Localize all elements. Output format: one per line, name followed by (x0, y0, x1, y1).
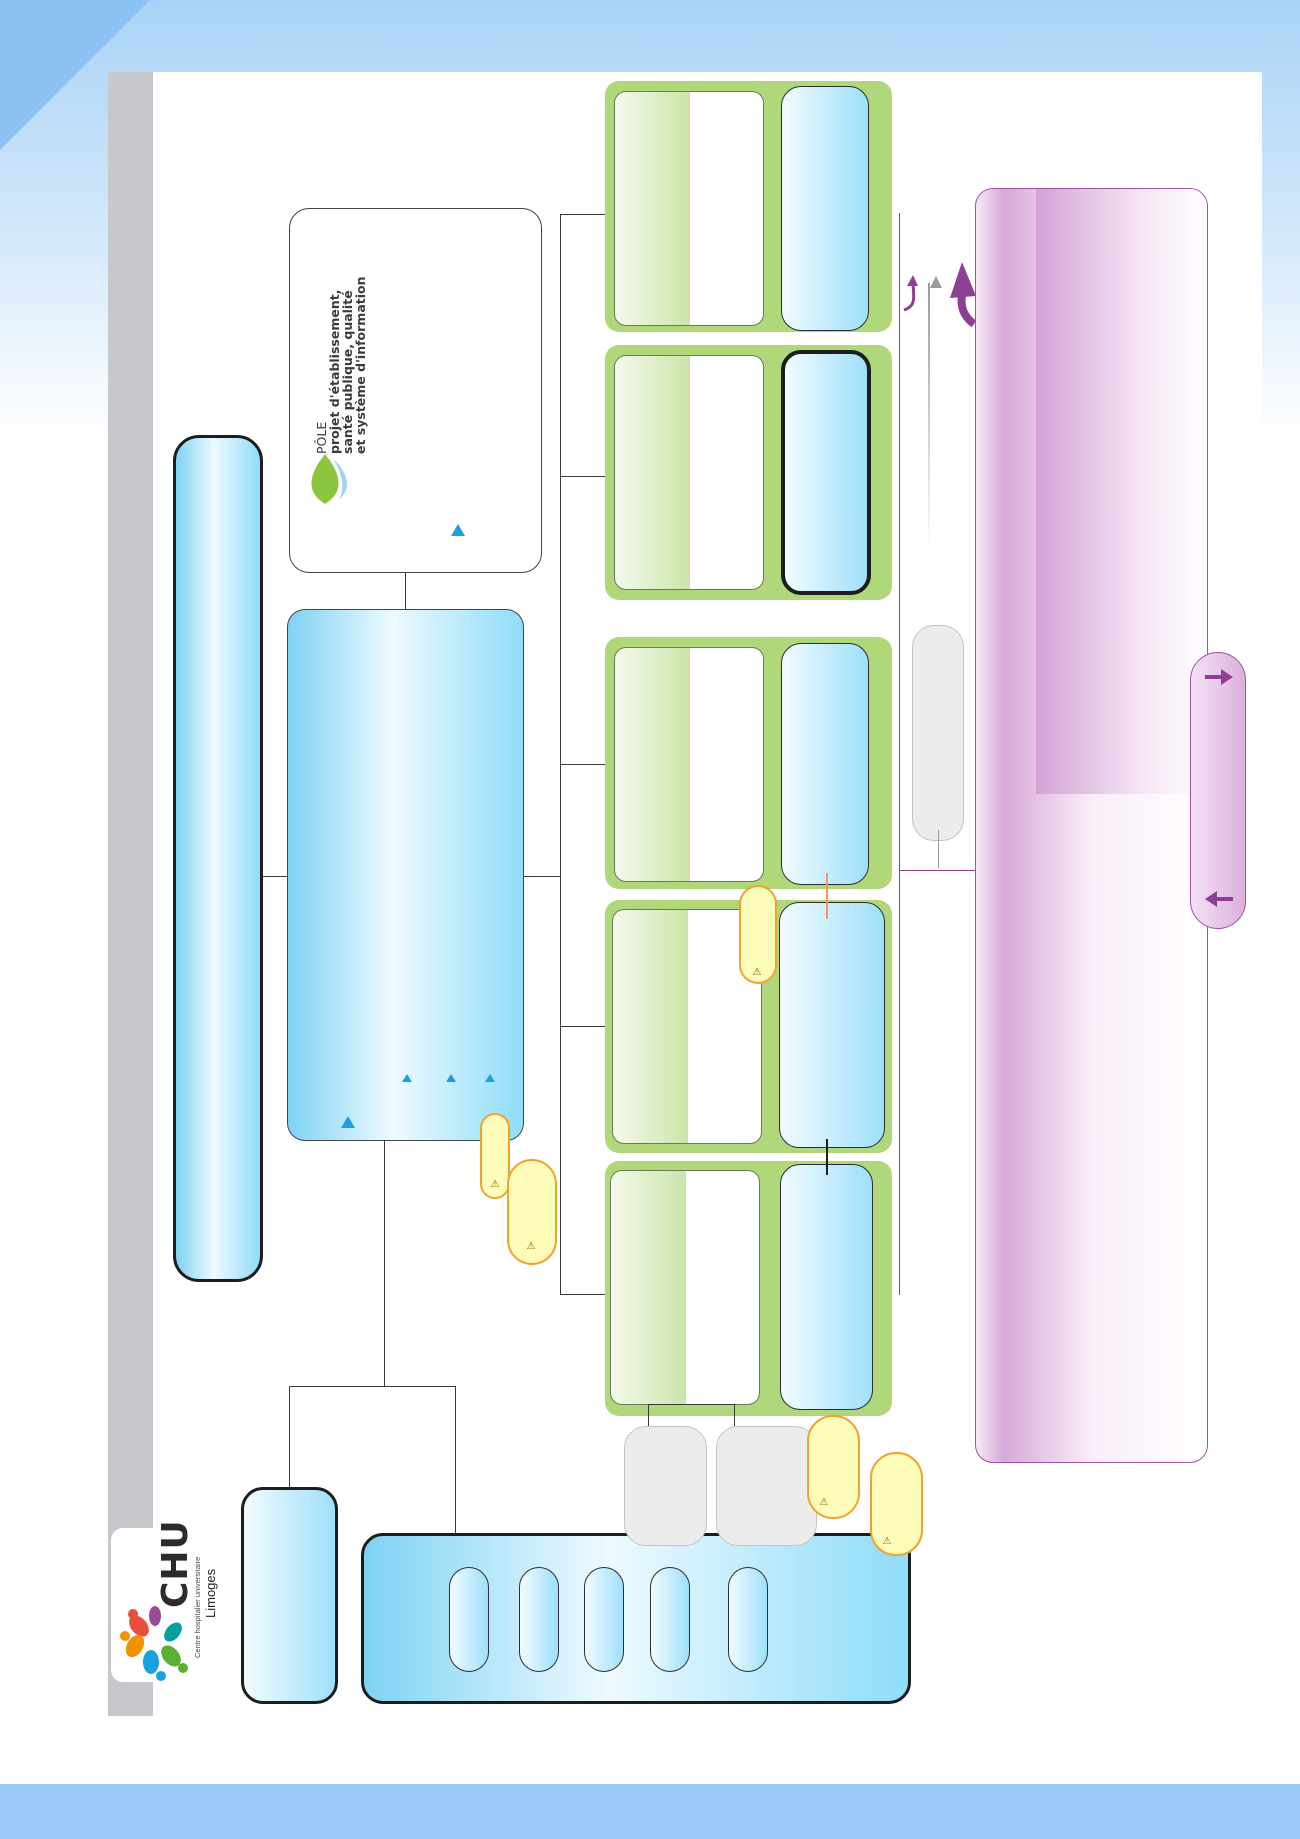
connector (734, 1404, 735, 1426)
warning-pill: ⚠ (807, 1415, 860, 1519)
connector (560, 214, 561, 1294)
grey-box (716, 1426, 817, 1546)
bottom-pill (449, 1567, 489, 1672)
connector (560, 1294, 610, 1295)
service-card (614, 647, 764, 882)
connector (289, 1386, 290, 1487)
blue-triangle-icon (402, 1074, 412, 1082)
service-card (614, 355, 764, 590)
blue-triangle-icon (446, 1074, 456, 1082)
connector (455, 1386, 456, 1535)
connector (263, 876, 287, 877)
warning-triangle-icon: ⚠ (752, 967, 762, 978)
connector (648, 1404, 734, 1405)
pole-logo-icon (311, 454, 347, 504)
purple-panel-section (1036, 189, 1207, 794)
warning-pill: ⚠ (739, 885, 777, 984)
grey-pill (912, 625, 964, 841)
warning-pill: ⚠ (507, 1159, 557, 1265)
direction-box (173, 435, 263, 1282)
purple-arrow-right-icon (1205, 669, 1233, 685)
purple-curved-arrows-icon (903, 262, 977, 328)
pole-label: PÔLE projet d'établissement, santé publi… (314, 276, 368, 455)
connector (405, 573, 406, 609)
orange-double-arrow (826, 873, 828, 919)
connector (289, 1386, 456, 1387)
pole-card: PÔLE projet d'établissement, santé publi… (289, 208, 542, 573)
bottom-pill (728, 1567, 768, 1672)
connector (560, 764, 610, 765)
pole-line-3: et système d'information (353, 276, 368, 455)
bottom-pill (519, 1567, 559, 1672)
service-card (614, 91, 764, 326)
service-row-2 (605, 345, 892, 600)
connector (560, 476, 610, 477)
grey-up-arrow (928, 283, 930, 553)
service-row-5 (605, 1161, 892, 1416)
grey-box (624, 1426, 707, 1546)
purple-connector (899, 870, 976, 871)
chu-logo-subtitle: Centre hospitalier universitaire (193, 1556, 202, 1658)
central-box (287, 609, 524, 1141)
service-unit (779, 902, 885, 1148)
left-small-box (241, 1487, 338, 1704)
purple-panel (975, 188, 1208, 1463)
service-row-1 (605, 81, 892, 332)
connector (648, 1404, 649, 1426)
connector (384, 1141, 385, 1387)
purple-connector (899, 213, 900, 1295)
bottom-pill (584, 1567, 624, 1672)
warning-triangle-icon: ⚠ (882, 1536, 892, 1547)
chu-logo-flower-icon (120, 1606, 188, 1681)
service-unit (781, 86, 869, 331)
warning-triangle-icon: ⚠ (490, 1179, 500, 1190)
service-card (610, 1170, 760, 1405)
warning-triangle-icon: ⚠ (526, 1241, 536, 1252)
warning-pill: ⚠ (870, 1452, 923, 1556)
service-card (612, 909, 762, 1144)
bottom-container (361, 1533, 911, 1704)
grey-double-arrow (938, 830, 939, 868)
warning-pill: ⚠ (480, 1113, 510, 1199)
bottom-pill (650, 1567, 690, 1672)
black-double-arrow (826, 1139, 828, 1175)
warning-triangle-icon: ⚠ (819, 1497, 829, 1508)
connector (560, 1026, 610, 1027)
service-unit-highlight (781, 350, 871, 595)
chu-logo: CHU Centre hospitalier universitaire Lim… (111, 1519, 221, 1682)
blue-triangle-icon (485, 1074, 495, 1082)
page-side-strip (108, 72, 153, 1716)
purple-side-pill (1190, 652, 1246, 929)
purple-arrow-left-icon (1205, 891, 1233, 907)
connector (524, 876, 560, 877)
service-row-3 (605, 637, 892, 889)
chu-logo-city: Limoges (203, 1568, 218, 1618)
connector (560, 214, 610, 215)
blue-triangle-icon (451, 524, 465, 536)
service-unit (781, 643, 869, 885)
background-footer-band (0, 1784, 1300, 1839)
blue-triangle-icon (341, 1116, 355, 1128)
chu-logo-word: CHU (155, 1519, 196, 1608)
service-unit (780, 1164, 873, 1410)
